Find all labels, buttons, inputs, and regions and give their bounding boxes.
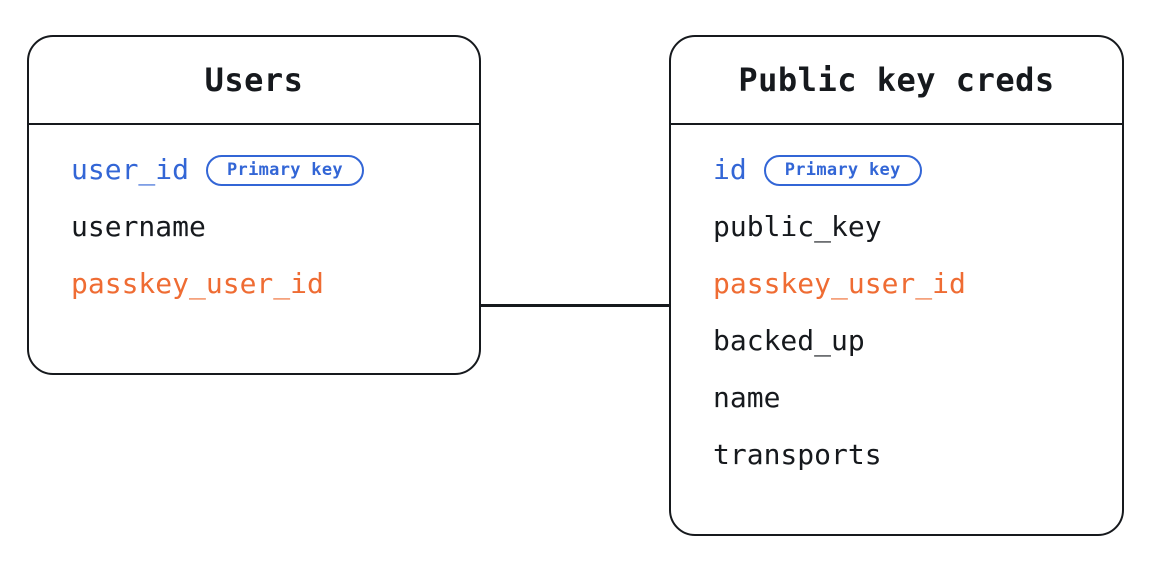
entity-users-field-list: user_id Primary key username passkey_use… bbox=[29, 125, 479, 329]
primary-key-badge-label: Primary key bbox=[227, 159, 343, 180]
field-row[interactable]: name bbox=[671, 379, 1122, 417]
entity-public-key-creds[interactable]: Public key creds id Primary key public_k… bbox=[669, 35, 1124, 536]
entity-public-key-creds-title: Public key creds bbox=[738, 61, 1055, 99]
field-row[interactable]: transports bbox=[671, 436, 1122, 474]
primary-key-badge-label: Primary key bbox=[784, 159, 901, 180]
field-row[interactable]: backed_up bbox=[671, 322, 1122, 360]
entity-public-key-creds-header: Public key creds bbox=[671, 37, 1122, 125]
field-row[interactable]: passkey_user_id bbox=[671, 265, 1122, 303]
field-row[interactable]: public_key bbox=[671, 208, 1122, 246]
entity-users[interactable]: Users user_id Primary key username passk… bbox=[27, 35, 481, 375]
relationship-connector-line bbox=[479, 304, 671, 307]
field-name-transports: transports bbox=[713, 438, 882, 471]
field-row[interactable]: id Primary key bbox=[671, 151, 1122, 189]
field-row[interactable]: passkey_user_id bbox=[29, 265, 479, 303]
field-name-name: name bbox=[713, 381, 781, 414]
field-row[interactable]: username bbox=[29, 208, 479, 246]
field-name-backed-up: backed_up bbox=[713, 324, 865, 357]
field-name-id: id bbox=[713, 153, 747, 186]
primary-key-badge: Primary key bbox=[763, 154, 922, 186]
field-name-passkey-user-id: passkey_user_id bbox=[71, 267, 324, 300]
entity-public-key-creds-field-list: id Primary key public_key passkey_user_i… bbox=[671, 125, 1122, 500]
primary-key-badge: Primary key bbox=[206, 154, 364, 186]
entity-users-title: Users bbox=[204, 61, 304, 99]
entity-users-header: Users bbox=[29, 37, 479, 125]
field-name-passkey-user-id: passkey_user_id bbox=[713, 267, 966, 300]
field-row[interactable]: user_id Primary key bbox=[29, 151, 479, 189]
field-name-username: username bbox=[71, 210, 206, 243]
field-name-public-key: public_key bbox=[713, 210, 882, 243]
field-name-user-id: user_id bbox=[71, 153, 190, 186]
